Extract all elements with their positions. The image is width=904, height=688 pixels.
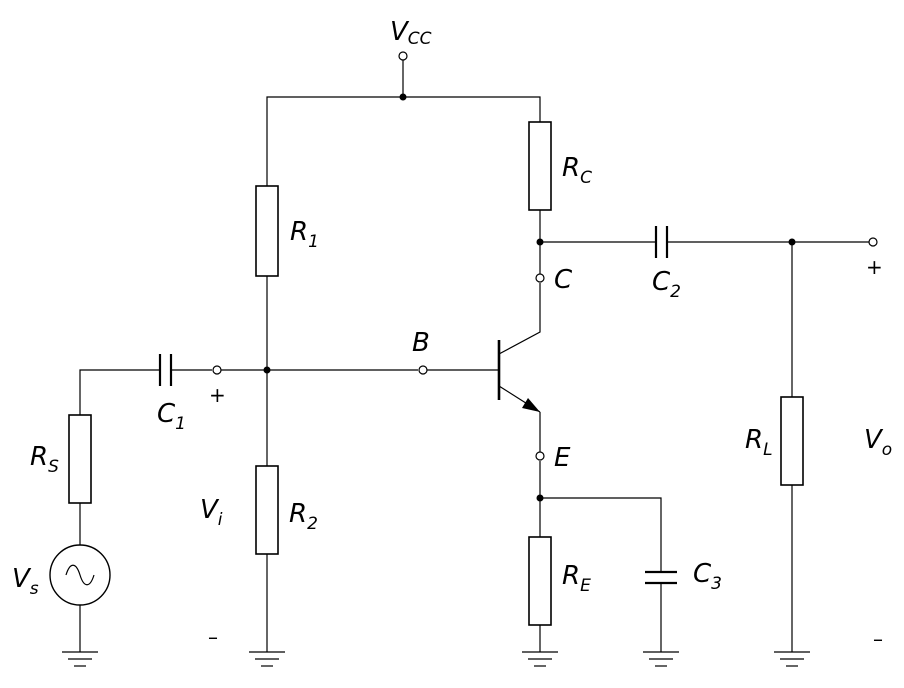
label-c3: C3 xyxy=(693,559,722,594)
terminals xyxy=(212,51,878,461)
resistor-r1 xyxy=(255,185,279,277)
ac-voltage-source xyxy=(49,544,111,606)
capacitor-c1 xyxy=(158,354,173,386)
label-e: E xyxy=(554,443,571,473)
label-re: RE xyxy=(562,561,591,596)
ground-icon xyxy=(774,651,810,667)
label-r1: R1 xyxy=(290,217,319,252)
output-terminal xyxy=(868,237,878,247)
vi-minus-sign: – xyxy=(208,625,218,649)
label-vo: Vo xyxy=(864,425,892,460)
label-c2: C2 xyxy=(652,267,681,302)
ground-icon xyxy=(62,651,98,667)
junction-dot xyxy=(263,366,271,374)
vo-plus-sign: + xyxy=(866,255,883,279)
base-terminal xyxy=(418,365,428,375)
label-rs: RS xyxy=(30,442,59,477)
grounds xyxy=(62,651,810,667)
emitter-arrow xyxy=(522,398,540,412)
sine-wave-icon xyxy=(65,564,95,586)
resistor-rc xyxy=(528,121,552,211)
component-labels: VCC RC R1 C C2 + B + C1 RS RL Vo E Vi R2… xyxy=(12,17,892,651)
vi-plus-sign: + xyxy=(209,383,226,407)
label-c: C xyxy=(554,265,573,295)
capacitor-c2 xyxy=(654,226,669,258)
junction-dot xyxy=(788,238,796,246)
label-rc: RC xyxy=(562,153,592,188)
capacitor-c3 xyxy=(645,570,677,585)
resistor-rs xyxy=(68,414,92,504)
capacitors xyxy=(158,226,677,585)
junction-dots xyxy=(263,93,796,502)
junction-dot xyxy=(399,93,407,101)
vo-minus-sign: – xyxy=(873,627,883,651)
label-vs: Vs xyxy=(12,564,39,599)
label-c1: C1 xyxy=(157,399,186,434)
emitter-terminal xyxy=(535,451,545,461)
resistor-rl xyxy=(780,396,804,486)
label-vcc: VCC xyxy=(390,17,432,49)
ground-icon xyxy=(249,651,285,667)
label-r2: R2 xyxy=(289,499,318,534)
input-terminal xyxy=(212,365,222,375)
wires xyxy=(79,60,869,652)
label-b: B xyxy=(412,328,430,358)
label-rl: RL xyxy=(745,425,773,460)
resistor-re xyxy=(528,536,552,626)
resistor-r2 xyxy=(255,465,279,555)
ground-icon xyxy=(522,651,558,667)
junction-dot xyxy=(536,238,544,246)
vcc-terminal xyxy=(398,51,408,61)
resistors xyxy=(68,121,804,626)
label-vi: Vi xyxy=(200,495,223,530)
npn-transistor xyxy=(497,340,541,413)
collector-terminal xyxy=(535,273,545,283)
junction-dot xyxy=(536,494,544,502)
ground-icon xyxy=(643,651,679,667)
